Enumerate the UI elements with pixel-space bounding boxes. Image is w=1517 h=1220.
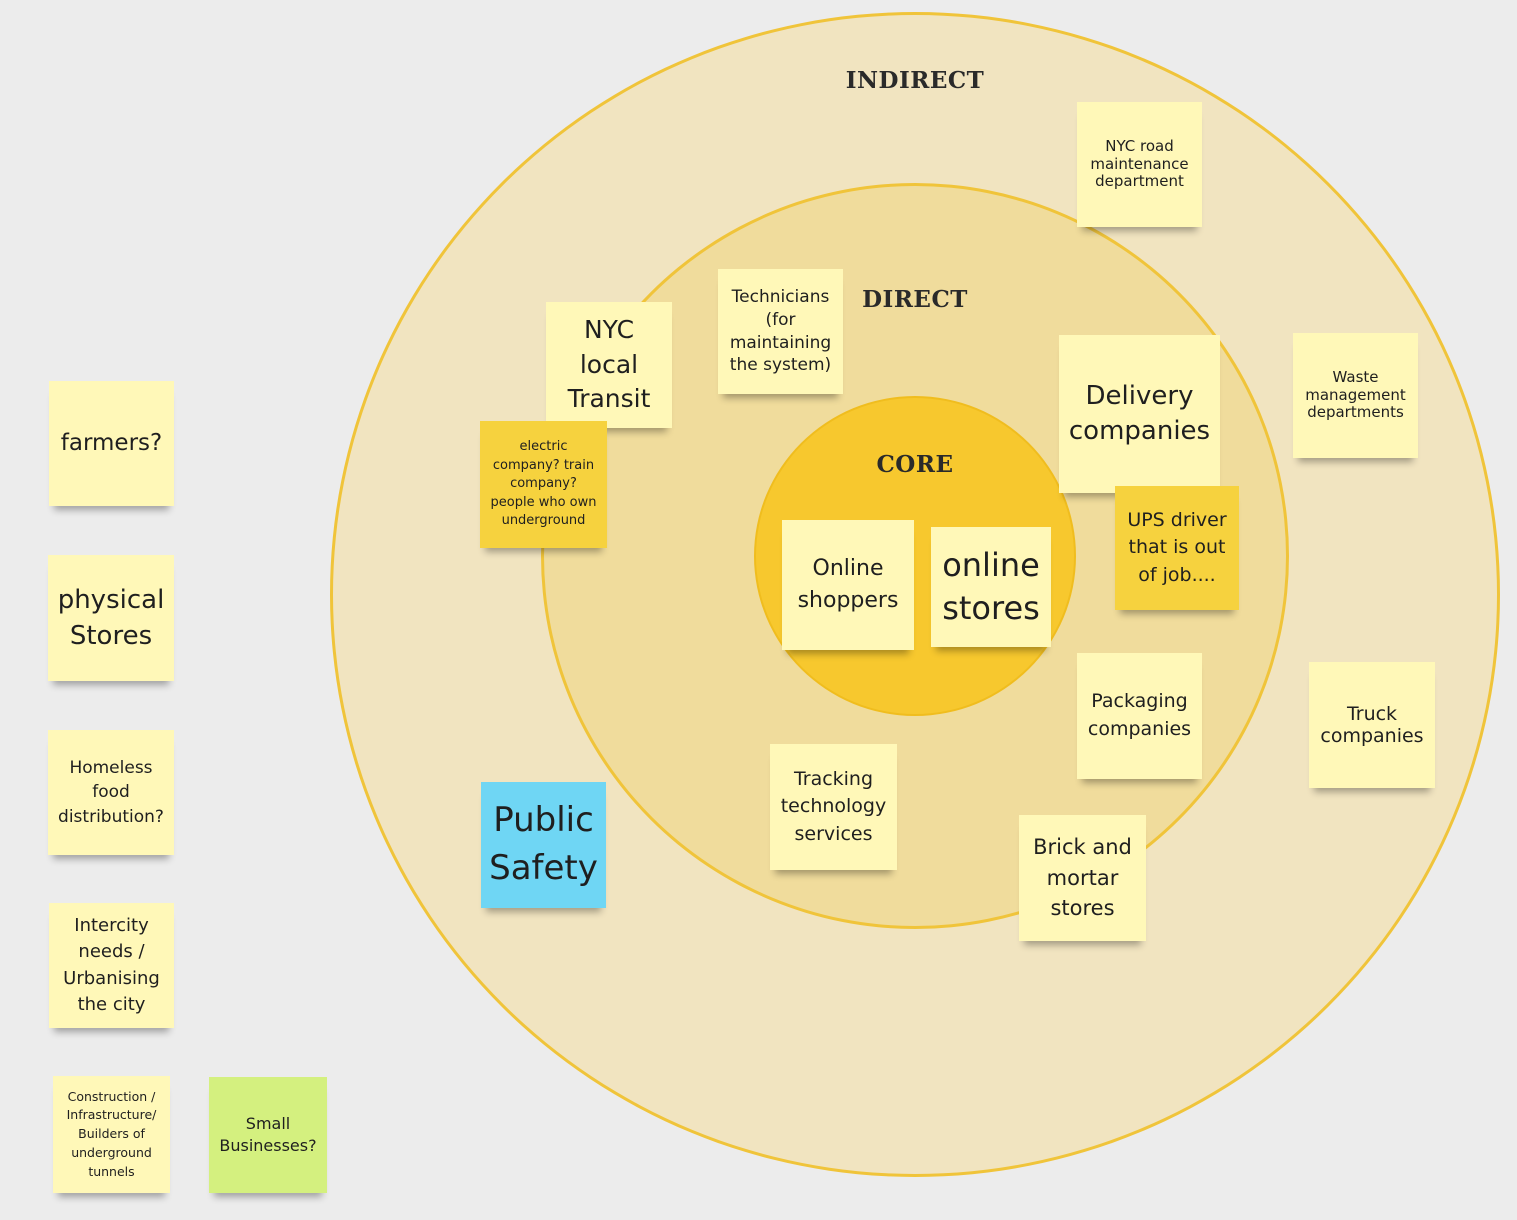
sticky-note-text: Brick and mortar stores bbox=[1033, 835, 1132, 921]
sticky-note-technicians[interactable]: Technicians (for maintaining the system) bbox=[718, 269, 843, 394]
core-label: CORE bbox=[876, 451, 954, 478]
sticky-note-text: physical Stores bbox=[57, 584, 165, 651]
sticky-note-text: Construction / Infrastructure/ Builders … bbox=[66, 1088, 157, 1179]
sticky-note-online-shoppers[interactable]: Online shoppers bbox=[782, 520, 914, 650]
sticky-note-text: NYC local Transit bbox=[567, 315, 651, 414]
sticky-note-text: Delivery companies bbox=[1068, 380, 1211, 446]
direct-label: DIRECT bbox=[862, 286, 968, 313]
indirect-label: INDIRECT bbox=[845, 67, 985, 94]
sticky-note-text: Intercity needs / Urbanising the city bbox=[63, 915, 160, 1015]
sticky-note-farmers[interactable]: farmers? bbox=[49, 381, 174, 506]
sticky-note-electric[interactable]: electric company? train company? people … bbox=[480, 421, 607, 548]
sticky-note-text: UPS driver that is out of job.... bbox=[1127, 508, 1227, 586]
sticky-note-ups-driver[interactable]: UPS driver that is out of job.... bbox=[1115, 486, 1239, 610]
sticky-note-text: Packaging companies bbox=[1087, 690, 1192, 740]
sticky-note-text: electric company? train company? people … bbox=[490, 439, 597, 529]
sticky-note-text: farmers? bbox=[60, 429, 163, 456]
sticky-note-intercity[interactable]: Intercity needs / Urbanising the city bbox=[49, 903, 174, 1028]
sticky-note-tracking[interactable]: Tracking technology services bbox=[770, 744, 897, 870]
sticky-note-online-stores[interactable]: online stores bbox=[931, 527, 1051, 647]
sticky-note-text: Online shoppers bbox=[797, 556, 899, 613]
sticky-note-text: Tracking technology services bbox=[780, 767, 887, 845]
sticky-note-text: NYC road maintenance department bbox=[1090, 136, 1189, 191]
sticky-note-construction[interactable]: Construction / Infrastructure/ Builders … bbox=[53, 1076, 170, 1193]
sticky-note-text: Homeless food distribution? bbox=[58, 757, 164, 827]
sticky-note-delivery[interactable]: Delivery companies bbox=[1059, 335, 1220, 493]
sticky-note-text: online stores bbox=[942, 545, 1040, 627]
sticky-note-packaging[interactable]: Packaging companies bbox=[1077, 653, 1202, 779]
sticky-note-text: Small Businesses? bbox=[219, 1113, 317, 1155]
sticky-note-text: Truck companies bbox=[1320, 702, 1424, 747]
sticky-note-text: Waste management departments bbox=[1305, 367, 1406, 422]
sticky-note-nyc-transit[interactable]: NYC local Transit bbox=[546, 302, 672, 428]
sticky-note-waste[interactable]: Waste management departments bbox=[1293, 333, 1418, 458]
sticky-note-nyc-road[interactable]: NYC road maintenance department bbox=[1077, 102, 1202, 227]
sticky-note-homeless[interactable]: Homeless food distribution? bbox=[48, 730, 174, 855]
sticky-note-physical-stores[interactable]: physical Stores bbox=[48, 555, 174, 681]
sticky-note-text: Technicians (for maintaining the system) bbox=[729, 286, 832, 376]
sticky-note-public-safety[interactable]: Public Safety bbox=[481, 782, 606, 908]
sticky-note-text: Public Safety bbox=[489, 800, 598, 888]
sticky-note-brick[interactable]: Brick and mortar stores bbox=[1019, 815, 1146, 941]
sticky-note-small-business[interactable]: Small Businesses? bbox=[209, 1077, 327, 1193]
sticky-note-truck[interactable]: Truck companies bbox=[1309, 662, 1435, 788]
